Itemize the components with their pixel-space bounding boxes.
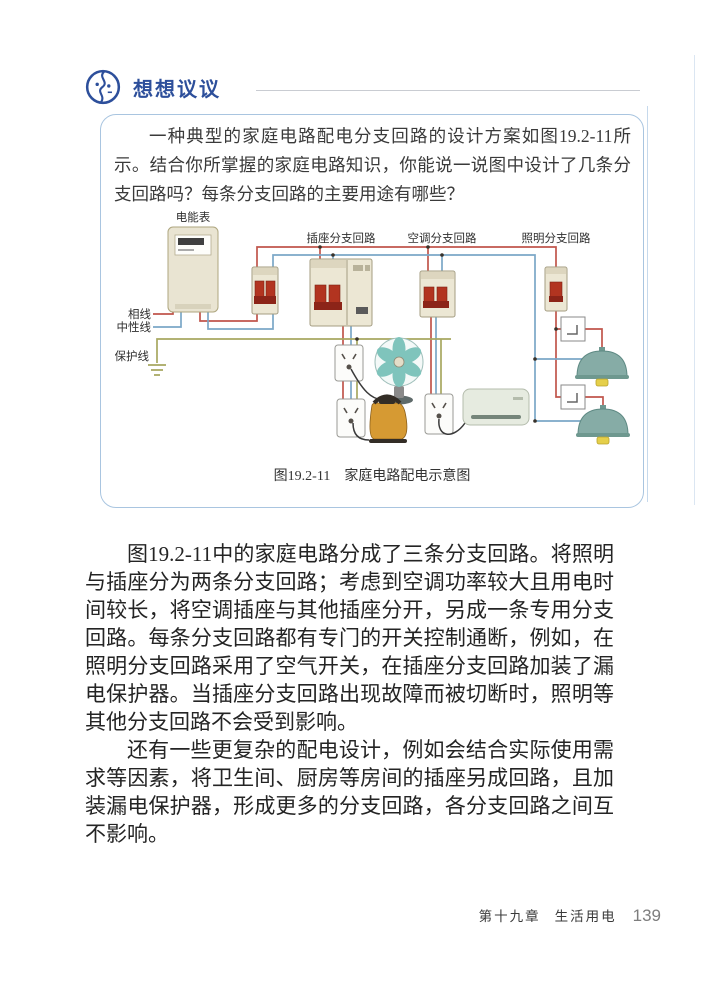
body-text: 图19.2-11中的家庭电路分成了三条分支回路。将照明与插座分为两条分支回路；考… bbox=[85, 540, 614, 848]
box-offset-line bbox=[647, 106, 648, 502]
page-edge-line bbox=[694, 55, 695, 505]
paragraph-1: 图19.2-11中的家庭电路分成了三条分支回路。将照明与插座分为两条分支回路；考… bbox=[85, 542, 614, 734]
light-switch-2 bbox=[560, 384, 586, 410]
discussion-box: 一种典型的家庭电路配电分支回路的设计方案如图19.2-11所示。结合你所掌握的家… bbox=[100, 114, 644, 508]
circuit-diagram: 电能表 插座分支回路 空调分支回路 照明分支回路 相线 中性线 保护线 bbox=[115, 209, 635, 459]
light-switch-1 bbox=[560, 316, 586, 342]
section-header: 想想议议 bbox=[84, 68, 221, 106]
electric-fan bbox=[374, 337, 424, 405]
pendant-lamp-2 bbox=[576, 405, 630, 445]
ac-branch-breaker bbox=[419, 270, 456, 318]
discussion-faces-icon bbox=[85, 69, 121, 105]
electric-kettle bbox=[369, 394, 408, 443]
ac-socket bbox=[424, 393, 466, 435]
energy-meter bbox=[167, 226, 219, 313]
pendant-lamp-1 bbox=[575, 347, 629, 387]
lighting-branch-breaker bbox=[544, 266, 568, 312]
protective-wire-label: 保护线 bbox=[115, 349, 149, 363]
air-conditioner bbox=[462, 388, 530, 426]
socket-branch-breaker-rcd bbox=[309, 258, 373, 327]
socket-branch-label: 插座分支回路 bbox=[307, 231, 376, 245]
lighting-branch-label: 照明分支回路 bbox=[522, 231, 591, 245]
chapter-title: 生活用电 bbox=[554, 909, 617, 924]
page-number: 139 bbox=[632, 906, 661, 925]
circuit-diagram-svg: 电能表 插座分支回路 空调分支回路 照明分支回路 相线 中性线 保护线 bbox=[115, 210, 630, 445]
ac-branch-label: 空调分支回路 bbox=[408, 231, 477, 245]
section-title: 想想议议 bbox=[133, 78, 221, 101]
chapter-label: 第十九章 bbox=[478, 909, 541, 924]
kettle-socket bbox=[336, 398, 370, 441]
figure-number: 图19.2-11 bbox=[273, 469, 331, 484]
live-wire-label: 相线 bbox=[128, 307, 151, 321]
figure-caption: 图19.2-11 家庭电路配电示意图 bbox=[101, 465, 643, 485]
junction-dots bbox=[318, 245, 558, 423]
page-footer: 第十九章 生活用电 139 bbox=[479, 905, 661, 926]
discussion-intro-text: 一种典型的家庭电路配电分支回路的设计方案如图19.2-11所示。结合你所掌握的家… bbox=[114, 126, 631, 204]
neutral-wire-label: 中性线 bbox=[117, 320, 152, 334]
main-breaker bbox=[251, 266, 279, 315]
meter-label: 电能表 bbox=[176, 210, 211, 224]
header-divider bbox=[256, 90, 640, 91]
paragraph-2: 还有一些更复杂的配电设计，例如会结合实际使用需求等因素，将卫生间、厨房等房间的插… bbox=[85, 738, 614, 846]
figure-title: 家庭电路配电示意图 bbox=[344, 469, 471, 484]
